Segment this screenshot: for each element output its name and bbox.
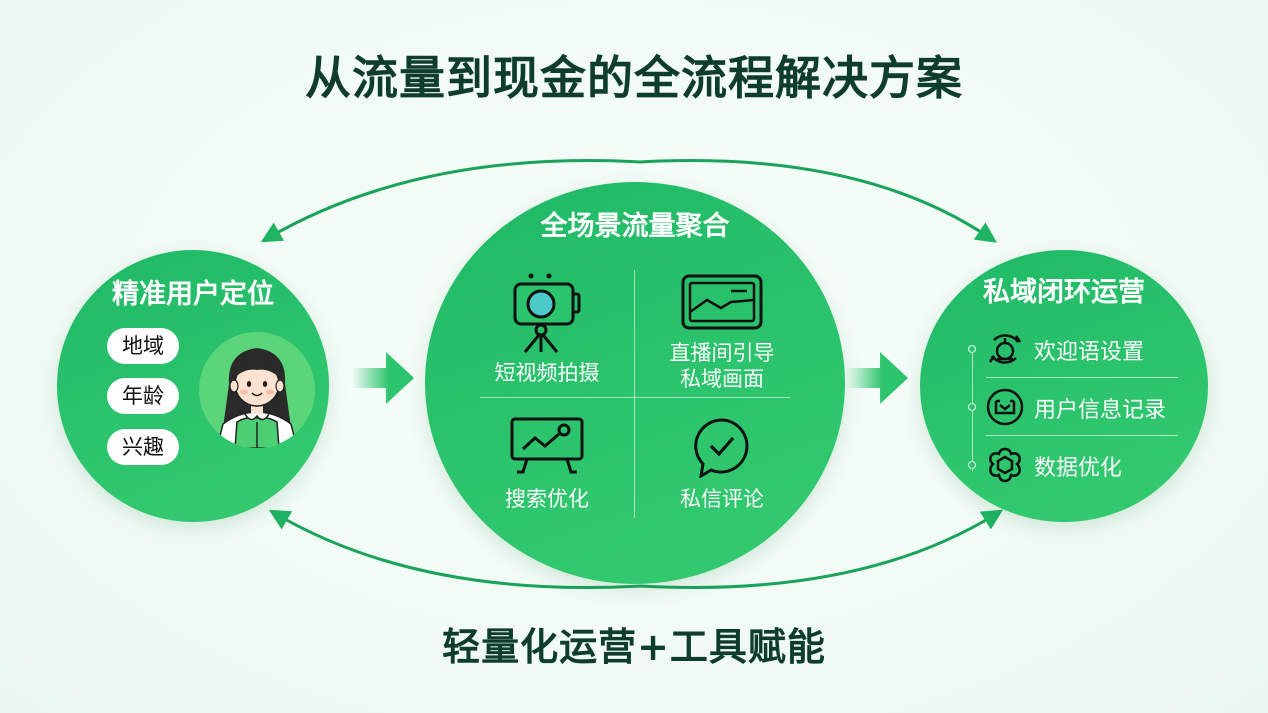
top-arc-right: [639, 159, 997, 243]
tag-interest: 兴趣: [107, 429, 179, 465]
live-screen-icon: [681, 274, 763, 330]
camera-tripod-icon: [513, 273, 581, 353]
quadrant-private-message: 私信评论: [647, 416, 797, 512]
quadrant-live-stream-label-2: 私域画面: [680, 367, 764, 391]
divider: [986, 435, 1178, 436]
quadrant-private-message-label: 私信评论: [680, 487, 764, 511]
chat-check-icon: [694, 418, 749, 478]
message-box-icon: [986, 388, 1024, 426]
trend-board-icon: [510, 417, 584, 474]
cycle-refresh-icon: [988, 334, 1022, 364]
divider: [986, 377, 1178, 378]
traffic-aggregation-circle: 全场景流量聚合 短视频拍摄 直播间引导 私域画面: [425, 182, 845, 584]
timeline-rail: [972, 353, 973, 471]
gear-icon: [989, 447, 1021, 483]
quadrant-live-stream-label-1: 直播间引导: [669, 341, 775, 365]
list-item-user-info: 用户信息记录: [968, 378, 1178, 436]
user-targeting-title: 精准用户定位: [112, 279, 274, 310]
quadrant-divider-horizontal: [480, 397, 790, 398]
private-domain-circle: 私域闭环运营 欢迎语设置: [920, 250, 1208, 522]
tag-age: 年龄: [107, 378, 179, 414]
quadrant-live-stream: 直播间引导 私域画面: [647, 274, 797, 392]
timeline-dot: [968, 461, 976, 469]
girl-avatar-icon: [199, 332, 315, 448]
private-domain-title: 私域闭环运营: [983, 277, 1145, 308]
traffic-aggregation-title: 全场景流量聚合: [540, 211, 730, 242]
footer-title: 轻量化运营+工具赋能: [442, 625, 826, 669]
list-item-label: 数据优化: [1034, 456, 1123, 481]
quadrant-search-optimization-label: 搜索优化: [505, 487, 589, 511]
user-targeting-circle: 精准用户定位 地域 年龄 兴趣: [57, 250, 329, 522]
flow-arrow-right-icon: [846, 352, 908, 404]
list-item-welcome-message: 欢迎语设置: [968, 320, 1178, 378]
bottom-arc-left: [268, 509, 641, 589]
flow-arrow-right-icon: [352, 352, 414, 404]
quadrant-short-video: 短视频拍摄: [472, 272, 622, 386]
bottom-arc-right: [639, 509, 1004, 589]
top-arc-left: [260, 159, 641, 243]
list-item-label: 用户信息记录: [1034, 398, 1167, 423]
private-domain-list: 欢迎语设置 用户信息记录 数据优化: [968, 320, 1178, 494]
timeline-dot: [968, 403, 976, 411]
timeline-dot: [968, 345, 976, 353]
list-item-label: 欢迎语设置: [1034, 340, 1145, 365]
quadrant-short-video-label: 短视频拍摄: [494, 361, 600, 385]
tag-region: 地域: [107, 328, 179, 364]
quadrant-search-optimization: 搜索优化: [472, 416, 622, 512]
list-item-data-optimization: 数据优化: [968, 436, 1178, 494]
quadrant-divider-vertical: [634, 270, 635, 518]
page-title: 从流量到现金的全流程解决方案: [305, 51, 963, 105]
